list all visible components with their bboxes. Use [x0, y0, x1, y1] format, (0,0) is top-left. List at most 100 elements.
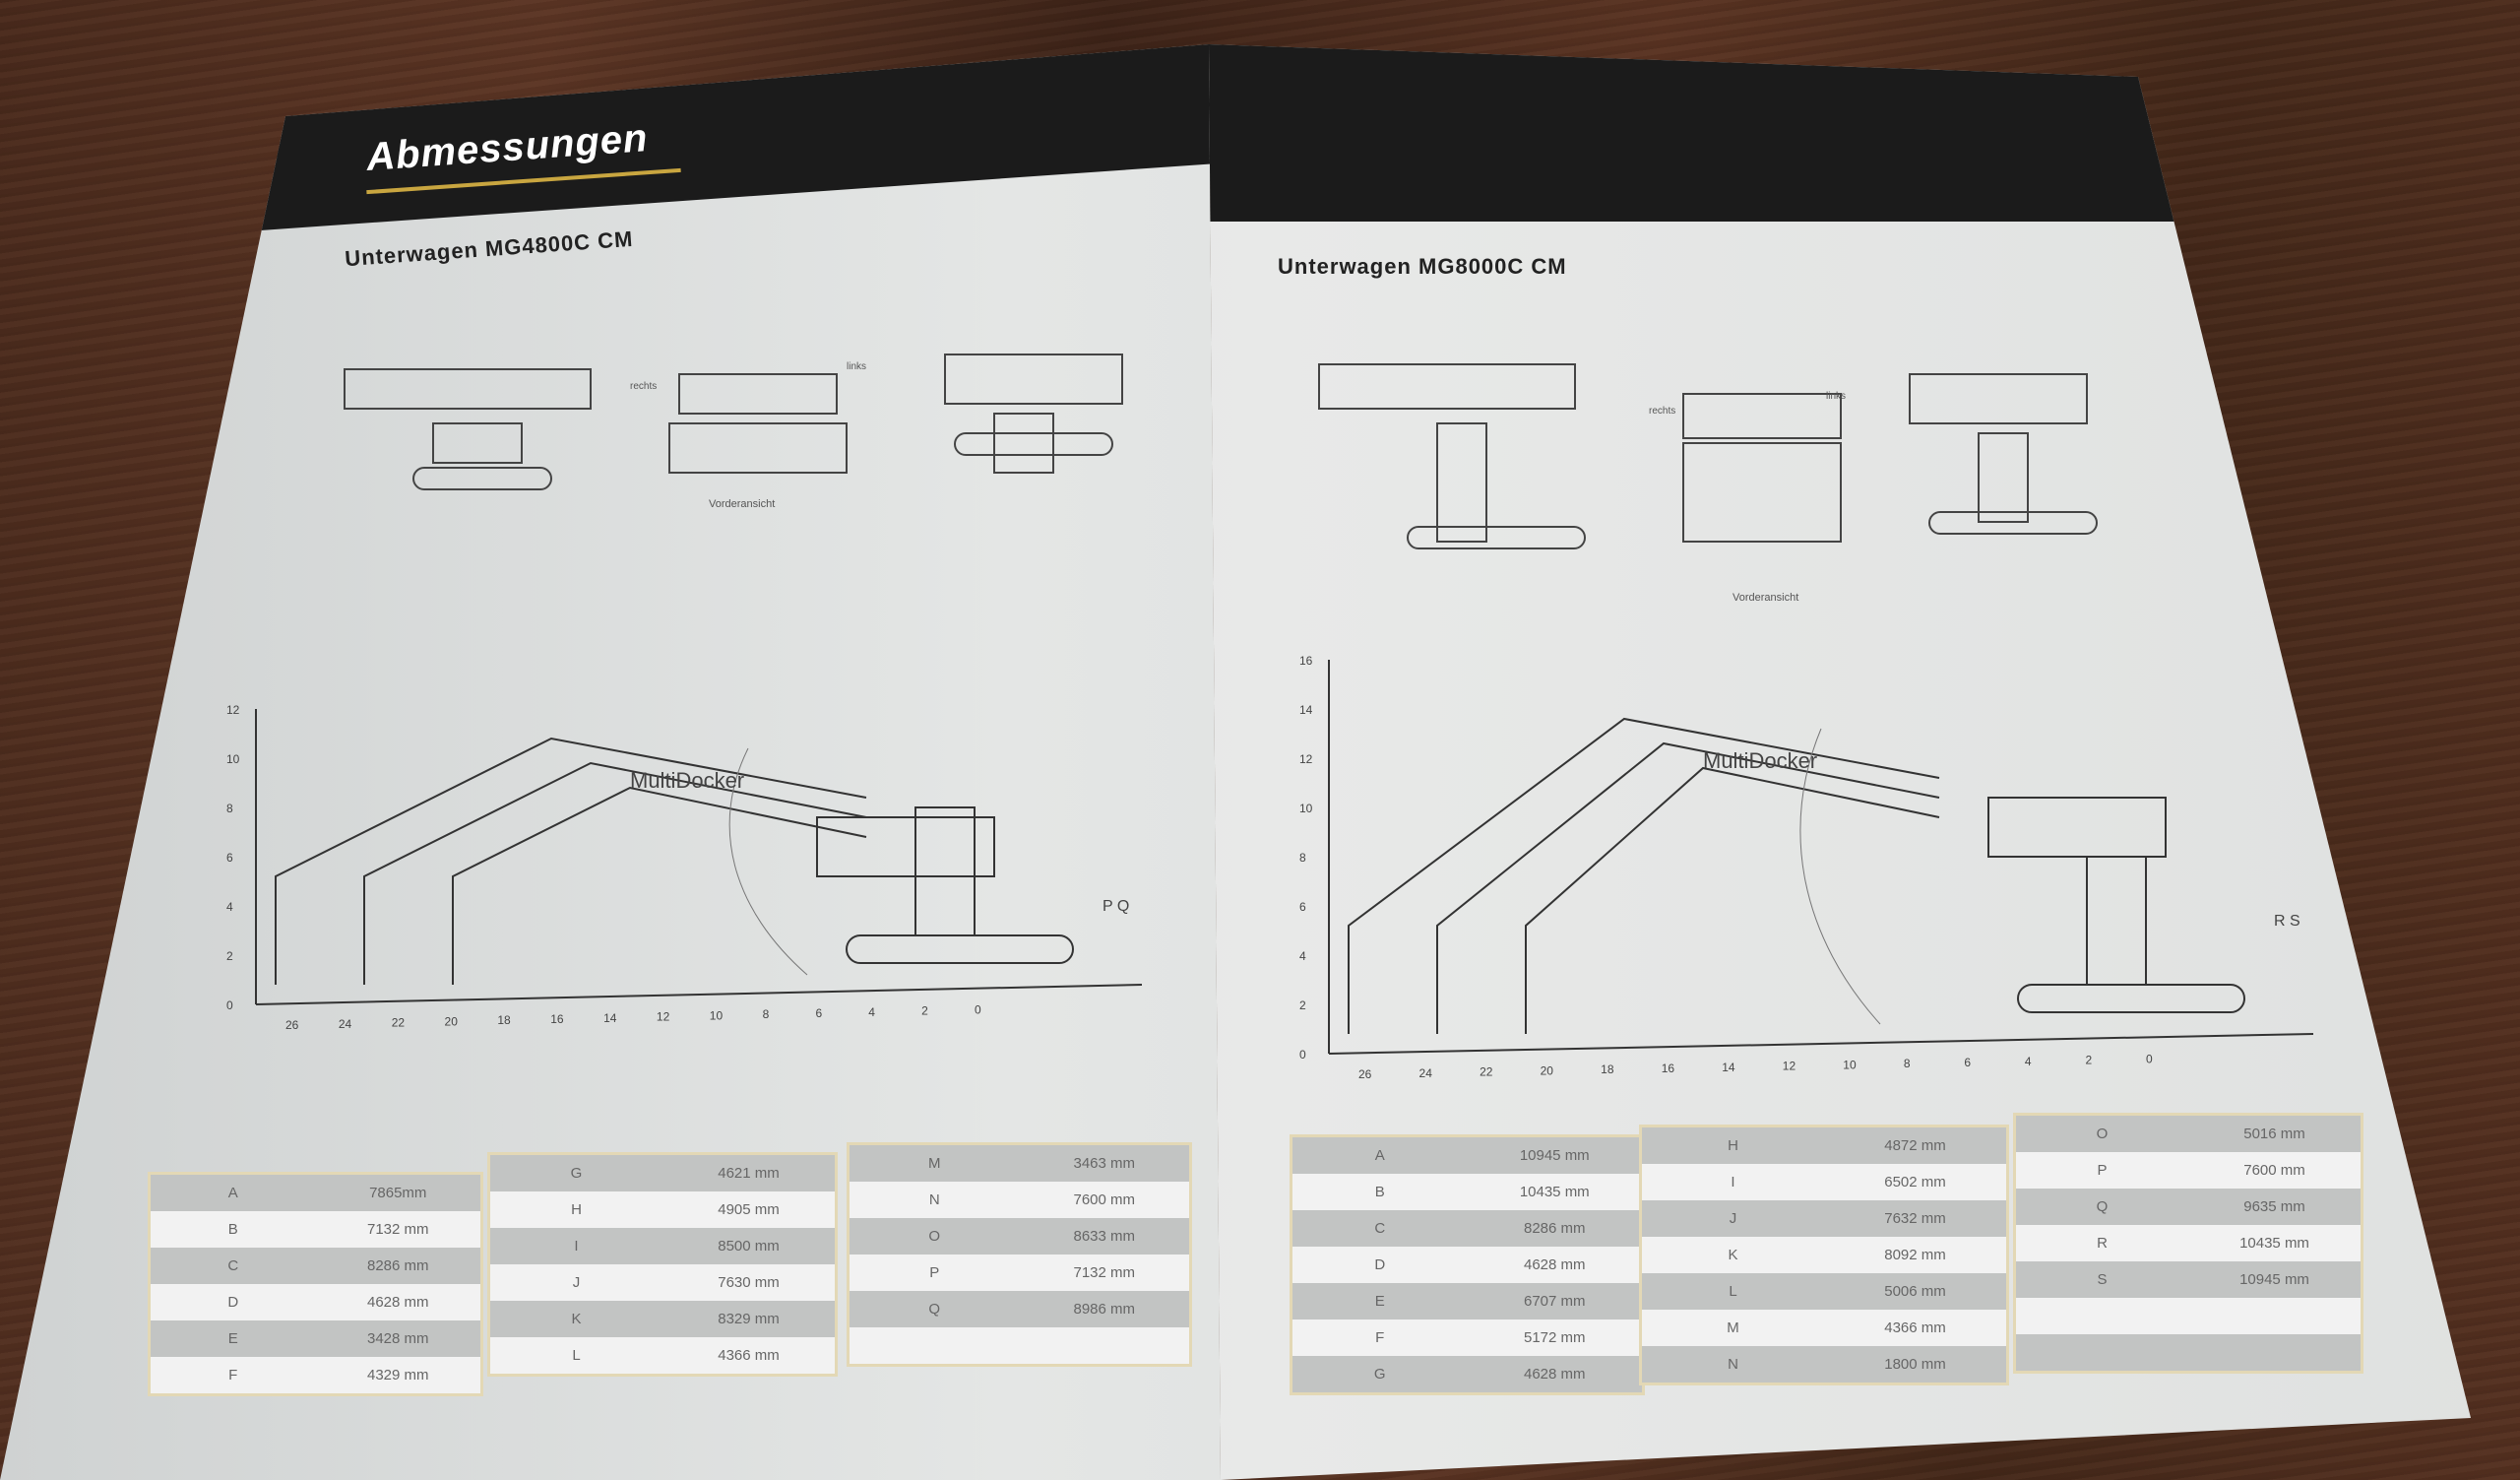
dimension-letter: M [1727, 1319, 1739, 1336]
y-tick-label: 8 [226, 802, 233, 815]
dimension-value: 4905 mm [718, 1201, 780, 1218]
y-tick-label: 6 [1299, 900, 1306, 914]
dimension-letter: M [928, 1155, 941, 1172]
table-row [2016, 1334, 2361, 1371]
dimension-value: 1800 mm [1884, 1356, 1946, 1373]
y-tick-label: 0 [226, 998, 233, 1012]
rechts-label: rechts [630, 381, 657, 392]
x-tick-label: 12 [1783, 1060, 1796, 1073]
dimension-value: 6502 mm [1884, 1174, 1946, 1190]
dimension-letter: K [1728, 1247, 1738, 1263]
x-tick-label: 20 [1541, 1063, 1554, 1077]
x-tick-label: 4 [868, 1005, 875, 1019]
front-view-label: Vorderansicht [1732, 592, 1798, 604]
dimension-value: 7630 mm [718, 1274, 780, 1291]
dimension-value: 4872 mm [1884, 1137, 1946, 1154]
dimension-value: 8500 mm [718, 1238, 780, 1255]
table-row: I 6502 mm [1642, 1164, 2006, 1200]
links-label: links [847, 361, 866, 372]
table-row [850, 1327, 1189, 1364]
x-tick-label: 4 [2025, 1055, 2032, 1068]
dimension-side-label: R S [2274, 913, 2300, 930]
boom-outline [275, 737, 867, 985]
x-tick-label: 0 [2146, 1052, 2153, 1065]
x-tick-label: 22 [1480, 1065, 1493, 1079]
dimension-value: 3428 mm [366, 1330, 429, 1347]
x-tick-label: 12 [657, 1010, 670, 1024]
dimension-value: 10435 mm [1519, 1184, 1590, 1200]
dimension-letter: P [2097, 1162, 2108, 1179]
x-tick-label: 2 [2085, 1054, 2092, 1067]
x-tick-label: 2 [921, 1004, 928, 1018]
x-tick-label: 10 [1843, 1058, 1857, 1071]
dimension-value: 7865mm [369, 1185, 427, 1201]
table-row: K 8092 mm [1642, 1237, 2006, 1273]
front-view-label: Vorderansicht [709, 498, 775, 510]
dimension-letter: B [1374, 1184, 1385, 1200]
y-tick-label: 14 [1299, 703, 1313, 717]
dimension-value: 8092 mm [1884, 1247, 1946, 1263]
multidocker-logo-text: MultiDocker [1703, 748, 1817, 773]
links-label: links [1826, 391, 1846, 402]
dimension-letter: I [1731, 1174, 1735, 1190]
y-tick-label: 2 [1299, 998, 1306, 1012]
dimension-letter: J [1729, 1210, 1737, 1227]
table-row: J 7630 mm [490, 1264, 835, 1301]
y-tick-label: 8 [1299, 851, 1306, 865]
x-tick-label: 24 [1419, 1066, 1433, 1080]
left-undercarriage-drawings: Vorderansicht rechts links [344, 354, 1123, 510]
dimension-value: 6707 mm [1523, 1293, 1586, 1310]
y-tick-label: 10 [1299, 802, 1313, 815]
left-subtitle: Unterwagen MG4800C CM [344, 225, 635, 272]
dimension-letter: F [228, 1367, 238, 1383]
y-tick-label: 4 [1299, 949, 1306, 963]
y-tick-label: 10 [226, 752, 240, 766]
dimension-letter: A [227, 1185, 238, 1201]
dimension-value: 4628 mm [1523, 1256, 1586, 1273]
machine-column [2086, 856, 2147, 986]
dimension-letter: J [572, 1274, 581, 1291]
dimension-letter: E [1374, 1293, 1385, 1310]
x-tick-label: 20 [445, 1014, 459, 1028]
dimension-letter: I [574, 1238, 579, 1255]
x-tick-label: 0 [975, 1002, 981, 1016]
x-tick-label: 18 [1601, 1062, 1614, 1076]
crawler-track [2017, 984, 2245, 1013]
dimension-letter: G [570, 1165, 583, 1182]
machine-cab [1987, 797, 2167, 858]
dimension-letter: S [2097, 1271, 2108, 1288]
y-tick-label: 2 [226, 949, 233, 963]
x-tick-label: 26 [1358, 1067, 1372, 1081]
dimension-letter: N [928, 1191, 940, 1208]
dimension-letter: A [1374, 1147, 1385, 1164]
dimension-letter: G [1373, 1366, 1386, 1383]
side-view [344, 368, 592, 410]
right-undercarriage-drawings: Vorderansicht rechts links [1318, 363, 2098, 604]
dimension-letter: H [571, 1201, 582, 1218]
x-tick-label: 16 [1662, 1062, 1675, 1075]
x-tick-label: 14 [603, 1011, 617, 1025]
dimension-value: 9635 mm [2243, 1198, 2305, 1215]
rechts-label: rechts [1649, 406, 1675, 417]
crawler-track [846, 934, 1074, 964]
table-row [2016, 1298, 2361, 1334]
